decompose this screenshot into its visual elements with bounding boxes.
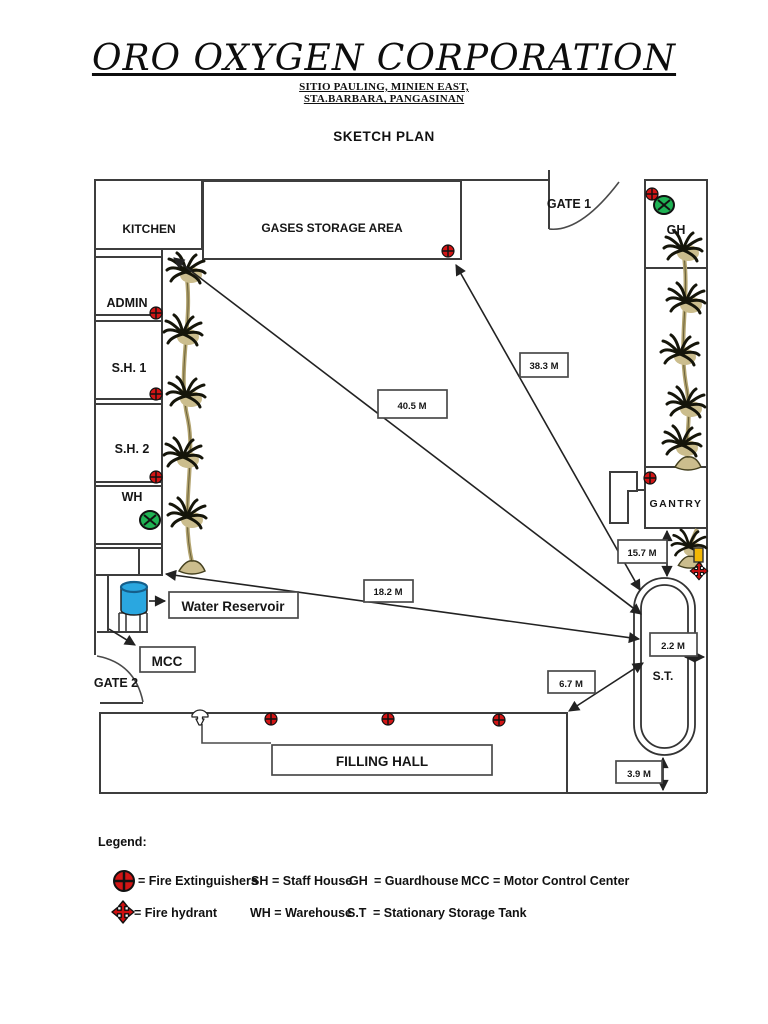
fire-extinguisher-icon [149,306,163,320]
measure-line-18-2m [164,569,641,644]
legend-wh-label: WH = Warehouse [250,906,352,920]
sketch-plan-heading: SKETCH PLAN [333,129,435,145]
room-gases-storage [202,180,462,260]
label-15-7m: 15.7 M [627,548,656,559]
fire-extinguisher-icon [381,712,395,726]
label-38-3m: 38.3 M [529,361,558,372]
label-mcc: MCC [152,654,183,669]
palm-tree-icon [162,436,204,470]
measure-box-15-7m [617,539,668,564]
label-6-7m: 6.7 M [559,679,583,690]
label-admin: ADMIN [107,296,148,310]
fire-extinguisher-icon [149,387,163,401]
palm-tree-icon [162,313,204,347]
mcc-leader-arrow [108,628,136,646]
room-sh2 [94,403,163,483]
fire-extinguisher-icon [441,244,455,258]
palm-trees-right [659,229,707,471]
label-filling-hall: FILLING HALL [336,754,428,769]
legend-st-label: = Stationary Storage Tank [373,906,527,920]
company-title: ORO OXYGEN CORPORATION [91,38,677,79]
label-sh1: S.H. 1 [112,361,147,375]
address-line-1: SITIO PAULING, MINIEN EAST, [299,80,469,93]
label-gate2: GATE 2 [94,676,138,690]
legend-sh-abbr: SH [251,874,269,888]
site-walls [94,170,708,794]
fire-extinguisher-icon [643,471,657,485]
label-sh2: S.H. 2 [115,442,150,456]
legend-fire-hydrant-icon [111,900,135,924]
label-40-5m: 40.5 M [397,401,426,412]
gate1-swing-arc [548,181,620,230]
legend-fire-hydrant: = Fire hydrant [134,906,218,920]
document-header: ORO OXYGEN CORPORATION SITIO PAULING, MI… [0,40,768,144]
measure-box-38-3m [519,352,569,378]
water-reservoir-label-box [168,591,299,619]
palm-trees-left [162,251,208,575]
legend-fire-extinguisher-icon [112,869,136,893]
palm-tree-icon [165,375,207,409]
filling-hall-label-box [271,744,493,776]
measure-line-38-3m [455,264,641,591]
fire-extinguisher-icon [264,712,278,726]
measure-box-3-9m [615,760,663,784]
water-reservoir-tank [118,580,149,632]
label-gantry: GANTRY [650,498,703,510]
room-admin [94,256,163,316]
emergency-light-icon [139,510,161,530]
label-st: S.T. [653,669,674,683]
label-wh: WH [122,490,143,504]
label-18-2m: 18.2 M [373,587,402,598]
stationary-storage-tank [633,577,696,756]
measure-box-18-2m [363,579,414,603]
legend-mcc-label: MCC = Motor Control Center [461,874,630,888]
gantry-annex-structure [609,471,645,524]
label-3-9m: 3.9 M [627,769,651,780]
yellow-tank-icon [693,547,704,563]
legend-st-abbr: S.T [347,906,367,920]
label-gate1: GATE 1 [547,197,591,211]
fire-extinguishers [149,187,659,727]
legend-fire-extinguishers: = Fire Extinguishers [138,874,258,888]
label-kitchen: KITCHEN [122,222,175,236]
measure-box-6-7m [547,670,596,694]
label-gh: GH [667,223,686,237]
legend-gh-abbr: GH [349,874,368,888]
filling-hall-leader-line [201,724,271,744]
label-2-2m: 2.2 M [661,641,685,652]
palm-base-icon [178,560,206,575]
palm-tree-gantry [670,528,708,569]
fire-extinguisher-icon [492,713,506,727]
room-utility [94,547,163,576]
gate2-swing-arc [96,655,144,703]
label-gases-storage: GASES STORAGE AREA [261,221,403,235]
measure-box-2-2m [649,632,698,657]
label-water-reservoir: Water Reservoir [181,599,285,614]
emergency-light-icon [653,195,675,215]
room-sh1 [94,320,163,400]
address-line-2: STA.BARBARA, PANGASINAN [303,93,465,106]
room-kitchen [94,179,203,250]
measure-line-6-7m [568,662,644,712]
legend-gh-label: = Guardhouse [374,874,459,888]
legend-sh-label: = Staff House [272,874,353,888]
fire-extinguisher-icon [149,470,163,484]
legend-title: Legend: [98,835,147,849]
measure-line-40-5m [173,257,642,615]
measure-box-40-5m [377,389,448,419]
mcc-label-box [139,646,196,673]
